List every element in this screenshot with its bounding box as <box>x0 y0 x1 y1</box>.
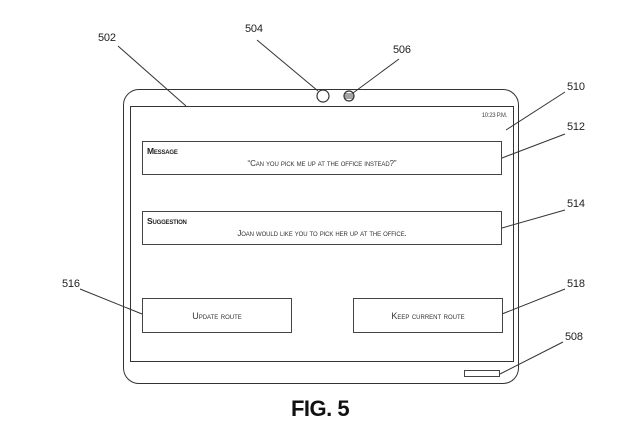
ref-518: 518 <box>567 278 585 290</box>
ref-510: 510 <box>567 81 585 93</box>
device-frame <box>123 89 519 384</box>
leader-506 <box>352 58 400 94</box>
ref-504: 504 <box>245 23 263 35</box>
leader-518 <box>501 288 566 315</box>
leader-502 <box>117 45 187 107</box>
leader-510 <box>505 91 566 131</box>
device-screen: 10:23 P.M. Message “Can you pick me up a… <box>130 106 514 362</box>
ref-506: 506 <box>393 44 411 56</box>
message-card: Message “Can you pick me up at the offic… <box>142 141 502 175</box>
ref-508: 508 <box>565 331 583 343</box>
ref-512: 512 <box>567 121 585 133</box>
ref-502: 502 <box>98 32 116 44</box>
message-title: Message <box>147 146 178 156</box>
keep-current-route-button[interactable]: Keep current route <box>353 298 503 333</box>
ref-516: 516 <box>62 278 80 290</box>
ref-514: 514 <box>567 198 585 210</box>
suggestion-body: Joan would like you to pick her up at th… <box>237 229 407 238</box>
leader-516 <box>79 288 143 315</box>
update-route-button[interactable]: Update route <box>142 298 292 333</box>
figure-label: FIG. 5 <box>290 396 350 421</box>
message-body: “Can you pick me up at the office instea… <box>247 159 397 168</box>
sensor-icon <box>343 90 355 102</box>
leader-512 <box>501 133 566 159</box>
leader-504 <box>256 39 319 92</box>
home-button[interactable] <box>464 370 500 377</box>
leader-514 <box>501 209 566 229</box>
status-time: 10:23 P.M. <box>481 113 508 119</box>
suggestion-card: Suggestion Joan would like you to pick h… <box>142 211 502 245</box>
suggestion-title: Suggestion <box>147 216 187 226</box>
camera-icon <box>316 89 330 103</box>
